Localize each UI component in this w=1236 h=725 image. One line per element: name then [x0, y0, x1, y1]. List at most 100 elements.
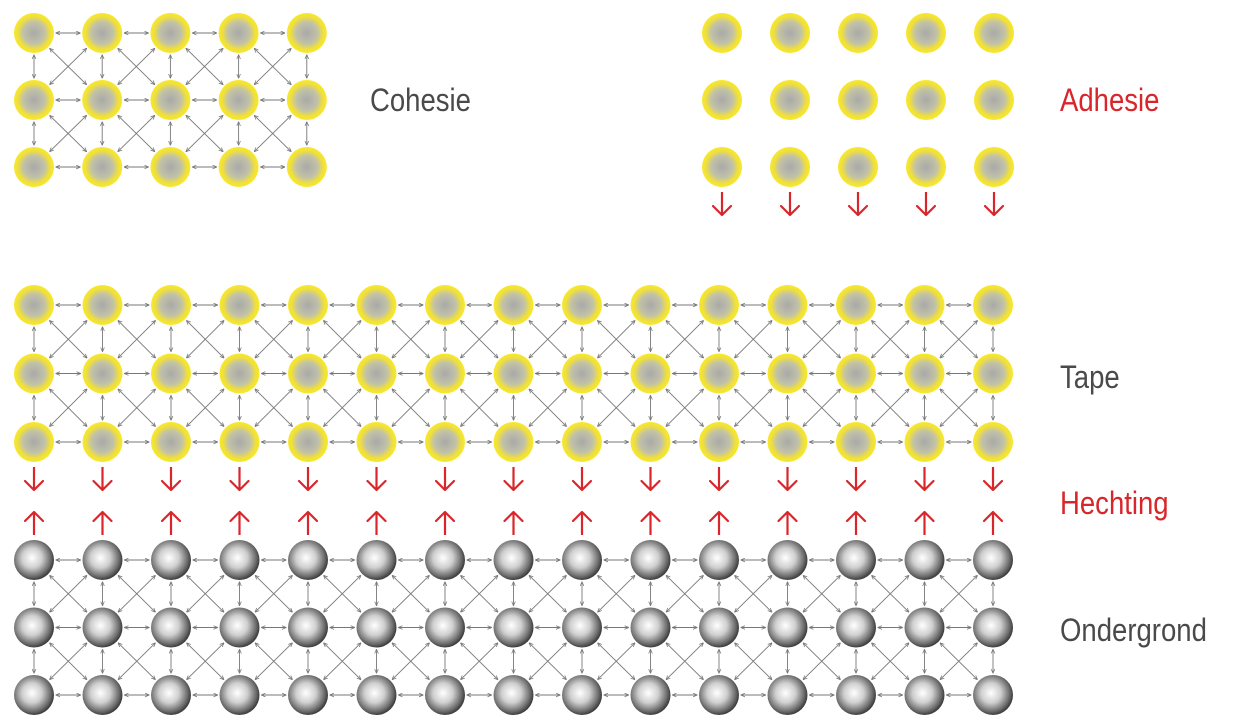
substrate-particle — [767, 675, 808, 715]
force-link — [255, 575, 292, 612]
force-link — [187, 643, 224, 680]
tape-particle — [836, 285, 876, 325]
arrow-head — [503, 479, 524, 492]
arrow-head — [982, 510, 1004, 523]
tape-particle — [836, 353, 876, 394]
tape-particle — [836, 422, 876, 462]
arrow-head — [297, 510, 319, 523]
force-link — [187, 389, 224, 426]
arrow-head — [845, 479, 867, 492]
force-link — [461, 321, 498, 358]
tape-particle — [14, 353, 54, 394]
force-link — [666, 321, 703, 358]
tape-particle — [82, 13, 123, 53]
force-link — [872, 389, 909, 426]
substrate-particle — [630, 675, 671, 715]
force-link — [255, 643, 292, 680]
force-link — [324, 575, 361, 612]
arrow-head — [914, 510, 935, 523]
tape-particle — [630, 422, 671, 462]
arrow-head — [982, 479, 1004, 492]
force-link — [598, 389, 635, 426]
tape-particle — [562, 422, 602, 462]
force-link — [872, 575, 909, 612]
substrate-particle — [151, 540, 191, 580]
tape-particle — [974, 147, 1014, 187]
force-link — [254, 115, 291, 151]
force-link — [598, 643, 635, 680]
force-link — [255, 321, 292, 358]
tape-particle — [150, 80, 191, 120]
force-link — [118, 115, 155, 151]
substrate-particle — [562, 540, 602, 580]
arrow-head — [708, 510, 730, 523]
tape-particle — [218, 13, 259, 53]
arrow-head — [503, 510, 524, 523]
force-link — [666, 643, 703, 680]
force-link — [392, 389, 429, 426]
substrate-particle — [288, 607, 328, 648]
tape-particle — [219, 285, 260, 325]
tape-particle — [767, 422, 808, 462]
tape-particle — [973, 285, 1013, 325]
tape-particle — [286, 80, 327, 120]
cohesie-panel — [14, 13, 327, 187]
tape-particle — [14, 285, 54, 325]
tape-particle — [770, 13, 810, 53]
substrate-particle — [425, 675, 465, 715]
tape-particle — [150, 13, 191, 53]
tape-particle — [767, 353, 808, 394]
force-link — [529, 389, 566, 426]
force-link — [940, 389, 977, 426]
tape-particle — [150, 147, 191, 187]
force-link — [254, 48, 291, 84]
force-link — [392, 575, 429, 612]
tape-particle — [702, 147, 742, 187]
ondergrond-panel — [14, 510, 1013, 715]
force-link — [598, 575, 635, 612]
substrate-particle — [82, 675, 123, 715]
label-hechting: Hechting — [1060, 485, 1169, 521]
force-link — [118, 321, 155, 358]
tape-particle — [562, 353, 602, 394]
force-link — [50, 321, 87, 358]
tape-particle — [493, 285, 534, 325]
substrate-particle — [767, 607, 808, 648]
tape-particle — [82, 147, 123, 187]
tape-particle — [906, 80, 946, 120]
tape-particle — [151, 285, 191, 325]
force-link — [255, 389, 292, 426]
substrate-particle — [699, 540, 739, 580]
tape-particle — [14, 422, 54, 462]
force-link — [529, 575, 566, 612]
arrow-head — [23, 479, 45, 492]
substrate-particle — [288, 540, 328, 580]
force-link — [50, 48, 87, 84]
label-ondergrond: Ondergrond — [1060, 612, 1207, 648]
tape-particle — [906, 147, 946, 187]
tape-particle — [904, 285, 945, 325]
force-link — [324, 321, 361, 358]
tape-particle — [82, 285, 123, 325]
tape-particle — [630, 285, 671, 325]
force-link — [187, 321, 224, 358]
substrate-particle — [836, 540, 876, 580]
tape-particle — [904, 422, 945, 462]
tape-particle — [974, 80, 1014, 120]
substrate-particle — [836, 675, 876, 715]
tape-particle — [82, 80, 123, 120]
arrow-head — [708, 479, 730, 492]
tape-particle — [493, 422, 534, 462]
substrate-particle — [699, 675, 739, 715]
tape-particle — [699, 422, 739, 462]
tape-particle — [82, 422, 123, 462]
force-link — [735, 575, 772, 612]
force-link — [803, 643, 840, 680]
tape-particle — [974, 13, 1014, 53]
force-link — [735, 389, 772, 426]
arrow-head — [571, 479, 593, 492]
substrate-particle — [356, 607, 397, 648]
substrate-particle — [630, 607, 671, 648]
arrow-head — [845, 510, 867, 523]
substrate-particle — [493, 540, 534, 580]
